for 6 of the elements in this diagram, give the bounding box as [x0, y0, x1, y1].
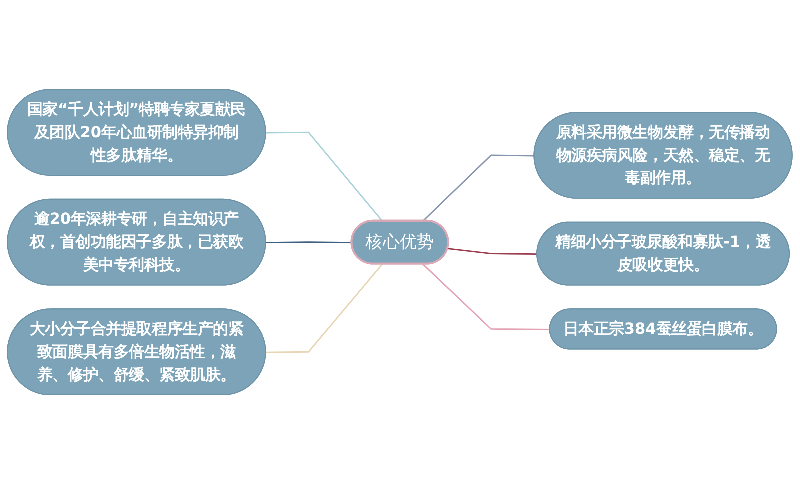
connector: [266, 241, 352, 244]
connector: [266, 263, 384, 353]
connector: [266, 132, 384, 222]
connector: [448, 248, 538, 255]
connector: [422, 154, 535, 222]
connector: [422, 263, 550, 330]
